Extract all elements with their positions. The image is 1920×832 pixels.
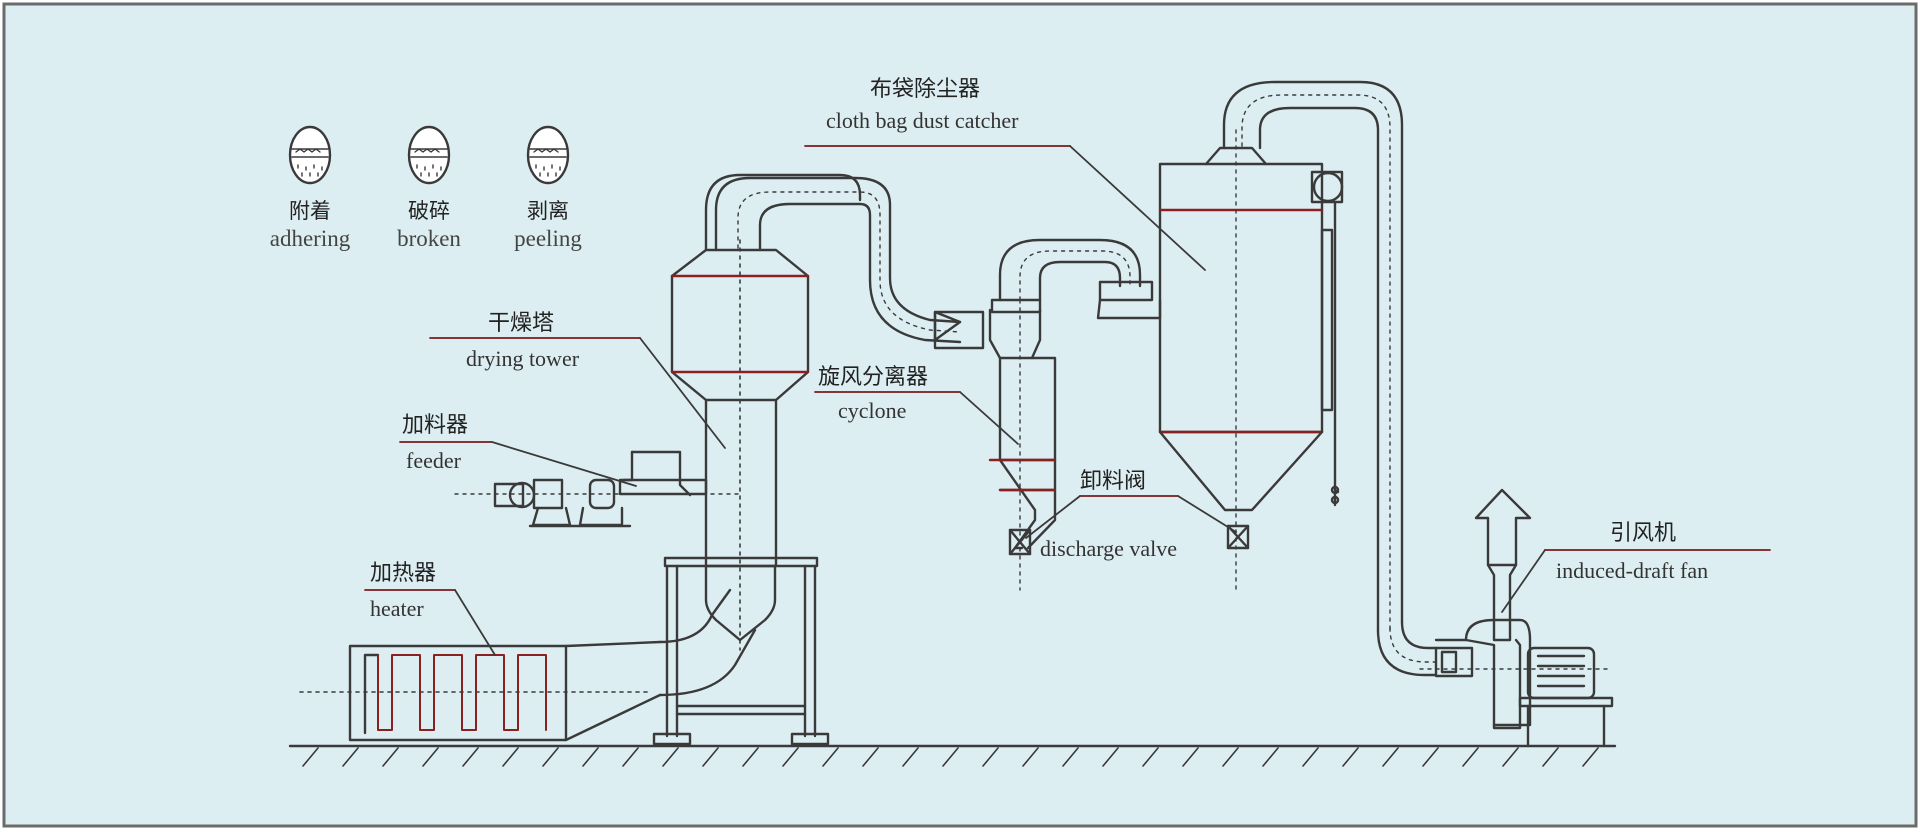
drying-tower-label-cn: 干燥塔	[488, 311, 554, 336]
feeder	[454, 450, 741, 528]
fan-label-en: induced-draft fan	[1556, 558, 1708, 583]
fan-label-cn: 引风机	[1610, 521, 1676, 546]
state-broken-cn: 破碎	[408, 199, 450, 223]
hot-air-duct	[658, 588, 757, 697]
bag-filter	[1096, 80, 1404, 632]
feeder-label-cn: 加料器	[402, 413, 468, 438]
state-icons-labels: 附着 adhering 破碎 broken 剥离 peeling	[270, 199, 583, 251]
heater-label-cn: 加热器	[370, 561, 436, 586]
droplet-adhering-icon	[288, 125, 332, 185]
droplet-peeling-icon	[526, 125, 570, 185]
state-adhering-cn: 附着	[289, 199, 331, 223]
cyclone	[933, 238, 1142, 591]
state-broken-en: broken	[397, 226, 461, 251]
heater	[299, 640, 662, 742]
cyclone-label-en: cyclone	[838, 398, 906, 423]
induced-draft-fan	[1419, 488, 1614, 748]
cyclone-label-cn: 旋风分离器	[818, 365, 928, 390]
support-frame	[652, 556, 830, 746]
fan-inlet-duct	[1376, 620, 1438, 677]
state-peeling-cn: 剥离	[527, 199, 569, 223]
discharge-valve-label-en: discharge valve	[1040, 536, 1177, 561]
state-adhering-en: adhering	[270, 226, 351, 251]
bag-filter-label-en: cloth bag dust catcher	[826, 108, 1019, 133]
state-peeling-en: peeling	[514, 226, 582, 251]
bag-filter-label-cn: 布袋除尘器	[870, 77, 980, 102]
ground-line	[288, 744, 1617, 767]
discharge-valve-label-cn: 卸料阀	[1080, 469, 1146, 494]
drying-tower-label-en: drying tower	[466, 346, 580, 371]
tower-to-cyclone-duct	[714, 176, 962, 344]
heater-label-en: heater	[370, 596, 424, 621]
leader-lines	[364, 145, 1771, 656]
droplet-broken-icon	[407, 125, 451, 185]
feeder-label-en: feeder	[406, 448, 462, 473]
